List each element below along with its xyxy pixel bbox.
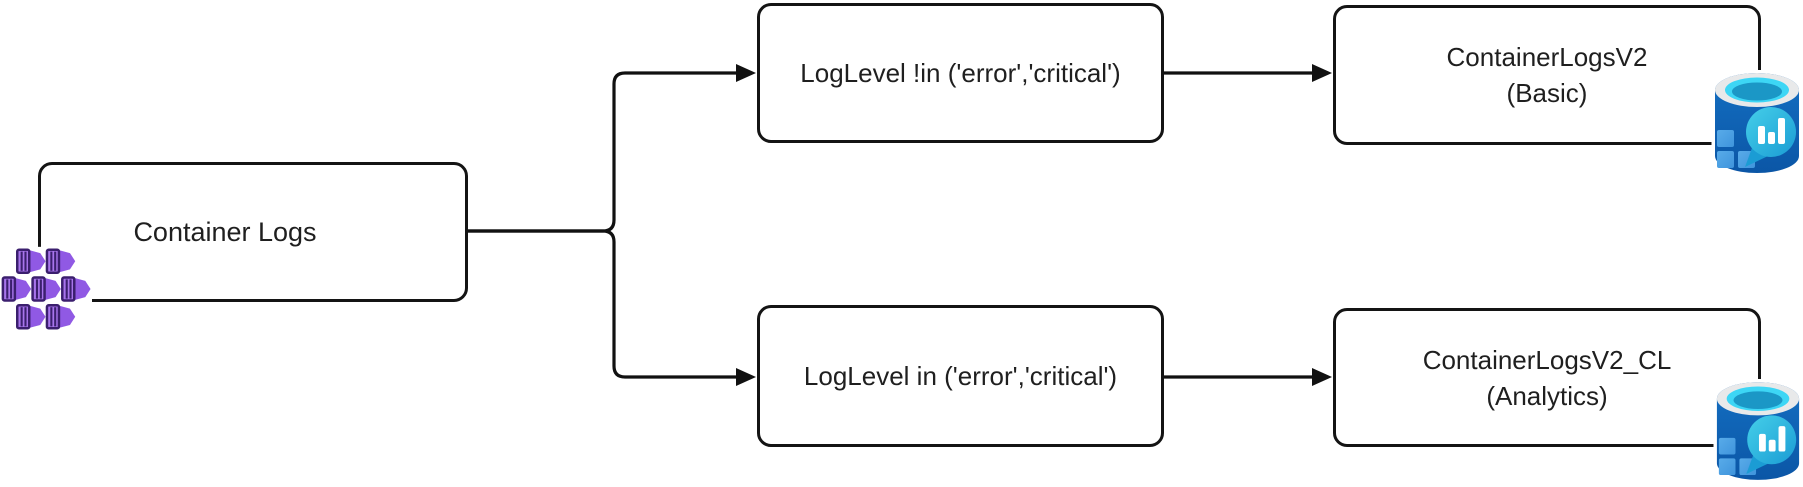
table-plan: (Analytics): [1486, 380, 1608, 411]
log-analytics-database-icon: [1711, 70, 1803, 176]
node-filter-not-error-critical: LogLevel !in ('error','critical'): [757, 3, 1164, 143]
node-label: LogLevel in ('error','critical'): [803, 360, 1118, 391]
container-cluster-icon: [0, 246, 92, 332]
arrowhead-icon: [736, 64, 756, 82]
node-label: Container Logs: [133, 216, 317, 247]
log-analytics-database-icon: [1713, 379, 1803, 483]
node-containerlogsv2cl-analytics: ContainerLogsV2_CL (Analytics): [1333, 308, 1761, 447]
edge-source-to-filter-top: [468, 71, 737, 233]
node-containerlogsv2-basic: ContainerLogsV2 (Basic): [1333, 5, 1761, 145]
arrowhead-icon: [736, 368, 756, 386]
node-label: LogLevel !in ('error','critical'): [800, 57, 1121, 88]
arrowhead-icon: [1312, 64, 1332, 82]
edge-source-to-filter-bottom: [468, 229, 737, 379]
table-name: ContainerLogsV2: [1446, 42, 1648, 72]
arrowhead-icon: [1312, 368, 1332, 386]
node-filter-error-critical: LogLevel in ('error','critical'): [757, 305, 1164, 447]
table-name: ContainerLogsV2_CL: [1422, 344, 1672, 375]
table-plan: (Basic): [1506, 78, 1588, 108]
node-container-logs: Container Logs: [38, 162, 468, 302]
